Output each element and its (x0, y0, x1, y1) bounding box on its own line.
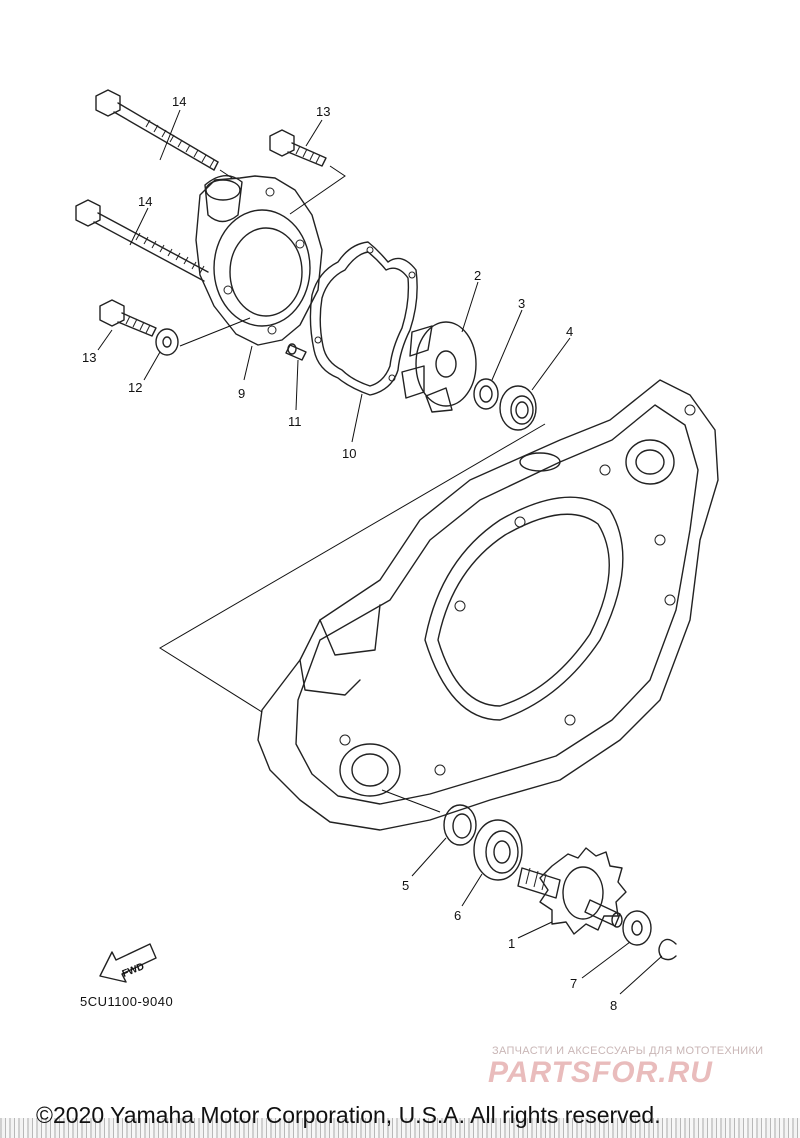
watermark-logo: PARTSFOR.RU (488, 1056, 713, 1089)
callout-4: 4 (566, 324, 573, 339)
callout-8: 8 (610, 998, 617, 1013)
scan-noise-band (0, 1118, 800, 1138)
washer-7 (622, 910, 652, 946)
circlip-8 (658, 938, 677, 961)
impeller-shaft-1 (517, 847, 627, 935)
watermark-tagline: ЗАПЧАСТИ И АКСЕССУАРЫ ДЛЯ МОТОТЕХНИКИ (492, 1045, 764, 1057)
callout-14-upper: 14 (172, 94, 186, 109)
callout-13-lower: 13 (82, 350, 96, 365)
assembly-lines (159, 165, 546, 813)
impeller-2 (401, 321, 477, 413)
oil-seal-5 (443, 804, 477, 846)
crankcase-cover (257, 379, 719, 831)
bolt-14-upper (95, 89, 219, 171)
bolt-13-upper (269, 129, 327, 167)
callout-14-lower: 14 (138, 194, 152, 209)
bearing-6 (473, 819, 523, 881)
callout-7: 7 (570, 976, 577, 991)
diagram-code: 5CU1100-9040 (80, 994, 174, 1009)
dowel-pin-11 (285, 343, 307, 361)
callout-5: 5 (402, 878, 409, 893)
callout-2: 2 (474, 268, 481, 283)
callout-labels: 14 13 14 13 12 9 11 10 2 3 4 5 6 1 7 8 (82, 94, 617, 1013)
callout-11: 11 (288, 414, 302, 429)
callout-10: 10 (342, 446, 356, 461)
bolt-14-lower (75, 199, 209, 282)
oil-seal-3 (473, 378, 499, 410)
callout-3: 3 (518, 296, 525, 311)
fwd-arrow-icon: FWD (99, 943, 157, 983)
callout-12: 12 (128, 380, 142, 395)
callout-1: 1 (508, 936, 515, 951)
gasket-10 (309, 241, 418, 396)
callout-leaders (97, 109, 663, 995)
callout-13-upper: 13 (316, 104, 330, 119)
washer-12 (155, 328, 179, 356)
bolt-13-lower (99, 299, 157, 337)
callout-6: 6 (454, 908, 461, 923)
callout-9: 9 (238, 386, 245, 401)
pump-housing-9 (195, 175, 323, 346)
fwd-label: FWD (121, 961, 146, 980)
copyright-notice: ©2020 Yamaha Motor Corporation, U.S.A. A… (36, 1102, 661, 1128)
oil-seal-4 (499, 385, 537, 431)
